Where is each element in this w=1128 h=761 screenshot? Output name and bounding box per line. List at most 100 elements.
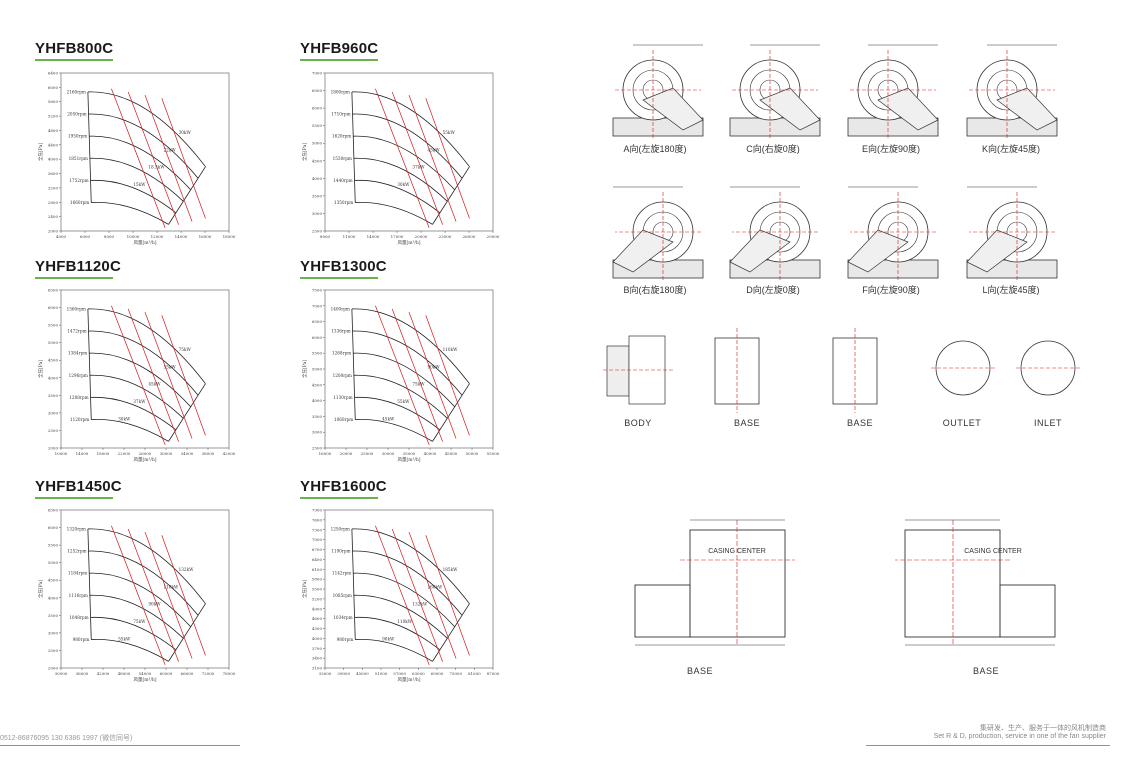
part-caption: OUTLET: [942, 418, 982, 428]
y-axis-label: 全压[Pa]: [37, 360, 44, 378]
power-label: 22kW: [163, 147, 176, 152]
x-tick-label: 20000: [415, 234, 428, 239]
x-tick-label: 35000: [403, 451, 416, 456]
y-tick-label: 4000: [48, 595, 59, 600]
y-tick-label: 3000: [312, 430, 323, 435]
x-tick-label: 8000: [104, 234, 115, 239]
y-tick-label: 2500: [48, 648, 59, 653]
x-tick-label: 45000: [356, 671, 369, 676]
base-main: [689, 529, 786, 638]
x-tick-label: 87000: [487, 671, 500, 676]
power-label: 132kW: [412, 602, 428, 607]
x-tick-label: 30000: [55, 671, 68, 676]
x-tick-label: 60000: [160, 671, 173, 676]
x-tick-label: 18000: [223, 234, 236, 239]
rpm-curve: [353, 352, 455, 408]
x-tick-label: 39000: [337, 671, 350, 676]
y-tick-label: 6000: [48, 305, 59, 310]
y-tick-label: 6000: [48, 525, 59, 530]
rpm-label: 1710rpm: [331, 112, 350, 117]
rpm-label: 1336rpm: [331, 329, 350, 334]
x-tick-label: 50000: [466, 451, 479, 456]
efficiency-line: [425, 98, 470, 219]
y-tick-label: 6700: [312, 547, 323, 552]
power-label: 45kW: [148, 382, 161, 387]
y-tick-label: 2000: [48, 666, 59, 671]
x-tick-label: 33000: [319, 671, 332, 676]
efficiency-line: [391, 308, 443, 442]
power-label: 110kW: [443, 347, 459, 352]
rpm-curve: [90, 180, 177, 214]
y-tick-label: 2400: [48, 214, 59, 219]
x-tick-label: 18000: [97, 451, 110, 456]
power-label: 160kW: [427, 584, 443, 589]
rpm-label: 1400rpm: [331, 306, 350, 311]
title-underline: [300, 497, 378, 499]
x-tick-label: 8000: [320, 234, 331, 239]
rpm-curve: [87, 528, 206, 604]
rpm-curve: [89, 135, 191, 191]
y-tick-label: 3200: [48, 185, 59, 190]
x-tick-label: 57000: [393, 671, 406, 676]
rpm-label: 1851rpm: [69, 156, 88, 161]
power-label: 30kW: [179, 130, 192, 135]
rpm-label: 1085rpm: [333, 593, 352, 598]
y-axis-label: 全压[Pa]: [301, 360, 308, 378]
efficiency-line: [408, 94, 457, 222]
y-tick-label: 5000: [312, 367, 323, 372]
power-label: 75kW: [133, 619, 146, 624]
y-tick-label: 3500: [312, 414, 323, 419]
y-tick-label: 6000: [312, 106, 323, 111]
rotation-caption: K向(左旋45度): [981, 144, 1040, 154]
x-tick-label: 14000: [175, 234, 188, 239]
y-tick-label: 6500: [48, 508, 59, 513]
rpm-curve: [354, 617, 441, 651]
base-caption: BASE: [972, 666, 999, 676]
fan-duct: [612, 229, 674, 273]
y-tick-label: 4000: [48, 375, 59, 380]
rpm-curve: [353, 135, 455, 191]
base-caption: BASE: [686, 666, 713, 676]
rpm-curve: [355, 202, 433, 225]
x-axis-label: 风量[m³/h]: [134, 676, 157, 683]
rpm-curve: [90, 397, 177, 431]
x-tick-label: 16000: [199, 234, 212, 239]
envelope-left: [351, 91, 356, 203]
x-tick-label: 23000: [439, 234, 452, 239]
y-tick-label: 5200: [312, 596, 323, 601]
base-motor: [634, 584, 691, 638]
part-caption: INLET: [1033, 418, 1062, 428]
rotation-caption: F向(左旋90度): [862, 285, 920, 295]
power-label: 45kW: [427, 147, 440, 152]
power-label: 90kW: [427, 364, 440, 369]
rpm-curve: [89, 594, 184, 639]
y-tick-label: 5600: [48, 99, 59, 104]
x-tick-label: 45000: [445, 451, 458, 456]
fan-sketch: [847, 44, 939, 140]
y-tick-label: 3500: [48, 393, 59, 398]
efficiency-line: [408, 531, 457, 659]
efficiency-line: [111, 525, 166, 665]
efficiency-line: [144, 311, 193, 439]
rpm-curve: [353, 572, 455, 628]
y-tick-label: 5500: [48, 543, 59, 548]
power-label: 132kW: [179, 567, 195, 572]
rpm-label: 1350rpm: [334, 200, 353, 205]
rpm-label: 1800rpm: [331, 89, 350, 94]
footer-slogan: 集研发、生产、服务于一体的风机制造商 Set R & D, production…: [934, 725, 1106, 741]
footer-divider: [0, 745, 240, 746]
y-tick-label: 4000: [312, 176, 323, 181]
rpm-label: 980rpm: [337, 637, 354, 642]
rpm-label: 1620rpm: [332, 134, 351, 139]
efficiency-line: [425, 315, 470, 436]
x-tick-label: 30000: [382, 451, 395, 456]
envelope-left: [351, 308, 356, 420]
slogan-cn: 集研发、生产、服务于一体的风机制造商: [980, 725, 1106, 732]
model-title-1: YHFB800C: [35, 40, 114, 57]
y-axis-label: 全压[Pa]: [37, 143, 44, 161]
efficiency-line: [425, 535, 470, 656]
x-axis-label: 风量[m³/h]: [134, 456, 157, 463]
title-underline: [300, 277, 378, 279]
base-motor: [999, 584, 1056, 638]
y-tick-label: 4800: [48, 128, 59, 133]
